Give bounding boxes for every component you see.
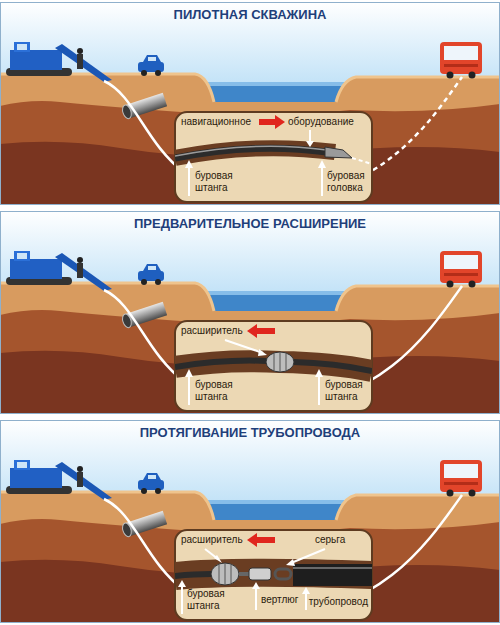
callout-label: расширитель bbox=[181, 534, 243, 546]
callout-label: буровая штанга bbox=[195, 170, 233, 194]
callout-label: буровая штанга bbox=[325, 379, 363, 403]
callout-label: оборудование bbox=[288, 116, 354, 128]
callout-label: навигационное bbox=[181, 116, 251, 128]
callout-label: трубопровод bbox=[309, 596, 368, 608]
callout-label: буровая головка bbox=[327, 170, 365, 194]
scene-illustration bbox=[0, 420, 500, 623]
callout-label: буровая штанга bbox=[187, 588, 225, 612]
callout-label: серьга bbox=[315, 534, 345, 546]
panel-title: ПРЕДВАРИТЕЛЬНОЕ РАСШИРЕНИЕ bbox=[0, 216, 500, 231]
panel-title: ПРОТЯГИВАНИЕ ТРУБОПРОВОДА bbox=[0, 425, 500, 440]
stage-panel: ПИЛОТНАЯ СКВАЖИНА навигационное оборудован… bbox=[0, 2, 500, 205]
drilling-inset: навигационное оборудование буровая штанга б… bbox=[175, 112, 372, 202]
stage-panel: ПРОТЯГИВАНИЕ ТРУБОПРОВОДА расширитель серь… bbox=[0, 420, 500, 623]
scene-illustration bbox=[0, 211, 500, 414]
callout-label: расширитель bbox=[181, 325, 243, 337]
drilling-inset: расширитель серьга буровая штанга вертлюг тр… bbox=[175, 530, 372, 620]
callout-label: буровая штанга bbox=[195, 379, 233, 403]
panel-title: ПИЛОТНАЯ СКВАЖИНА bbox=[0, 7, 500, 22]
callout-label: вертлюг bbox=[261, 594, 298, 606]
stage-panel: ПРЕДВАРИТЕЛЬНОЕ РАСШИРЕНИЕ расширитель бур… bbox=[0, 211, 500, 414]
drilling-inset: расширитель буровая штанга буровая штанга bbox=[175, 321, 372, 411]
scene-illustration bbox=[0, 2, 500, 205]
